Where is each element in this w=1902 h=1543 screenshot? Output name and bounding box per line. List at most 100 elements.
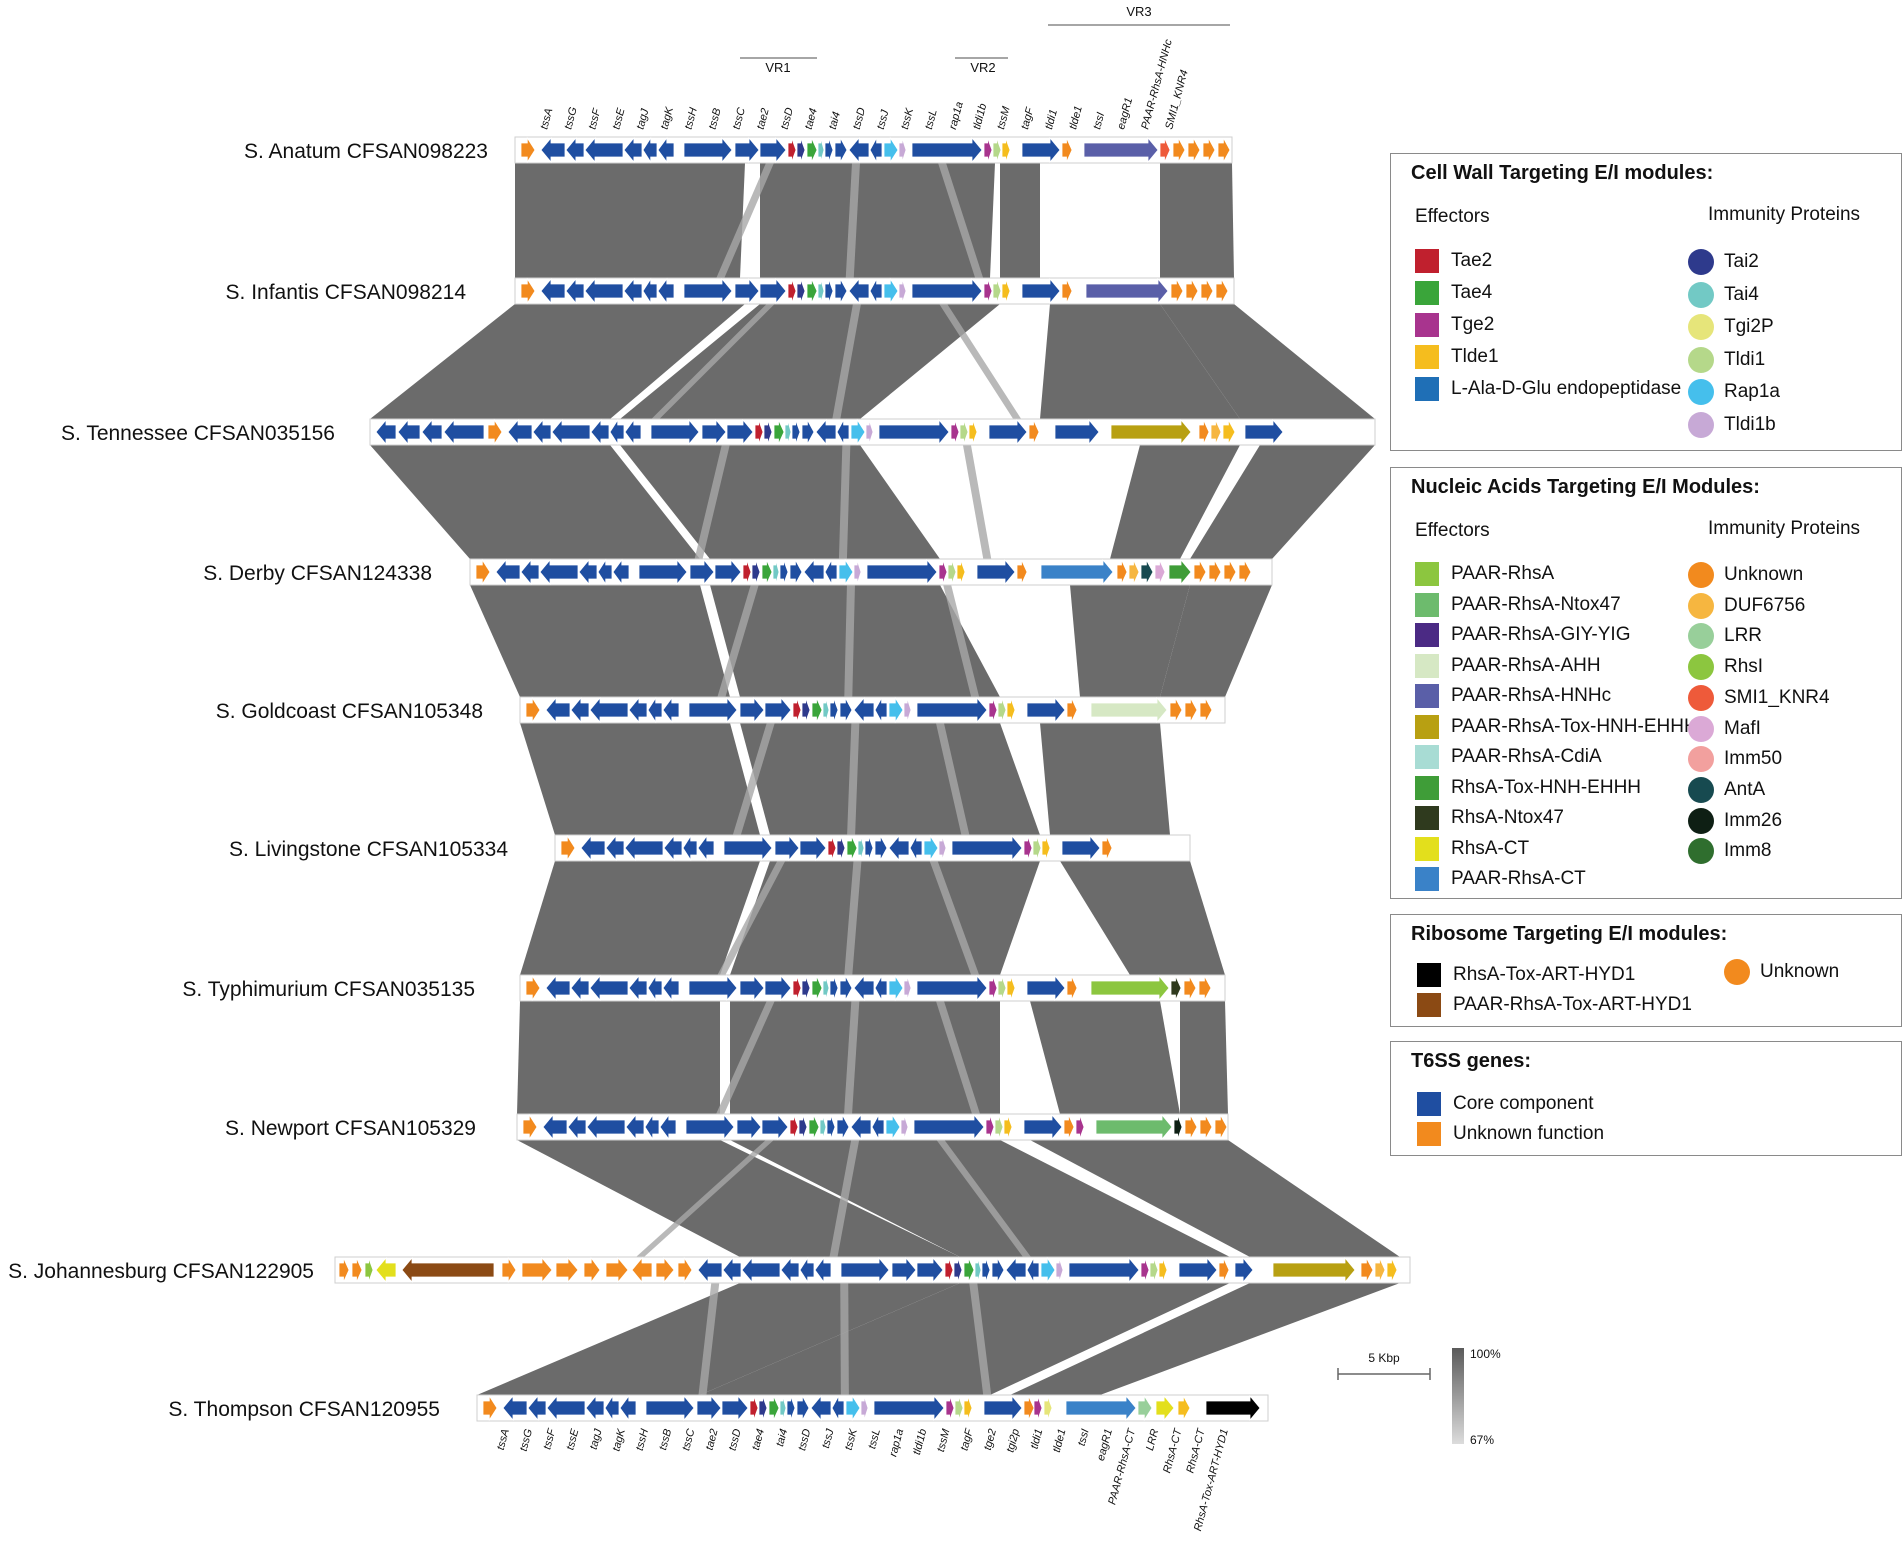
legend-label: PAAR-RhsA-CT: [1451, 868, 1586, 889]
legend-swatch: [1415, 836, 1439, 861]
gene-arrow: [866, 558, 938, 586]
gene-arrow: [642, 277, 658, 305]
track-9: [476, 1394, 1269, 1422]
gene-arrow: [520, 277, 536, 305]
gene-arrow: [688, 696, 738, 724]
gene-arrow: [507, 418, 533, 446]
legend-item: RhsI: [1688, 654, 1763, 681]
gene-arrow: [923, 834, 939, 862]
gene-arrow: [1218, 1257, 1230, 1283]
gene-label: tae2: [755, 107, 772, 131]
gene-arrow: [1061, 834, 1101, 862]
gene-arrow: [824, 559, 838, 585]
gene-arrow: [850, 1113, 872, 1141]
gene-arrow: [612, 558, 630, 586]
gene-arrow: [482, 1394, 498, 1422]
identity-max-label: 100%: [1470, 1347, 1501, 1361]
legend-swatch: [1415, 345, 1439, 369]
gene-arrow: [502, 1394, 528, 1422]
legend-item: Tai4: [1688, 281, 1759, 308]
gene-label: tssA: [495, 1428, 512, 1452]
gene-arrow: [525, 974, 541, 1002]
gene-arrow: [898, 137, 907, 163]
gene-label: tssM: [995, 104, 1013, 130]
legend-cell-wall: Cell Wall Targeting E/I modules: Effecto…: [1390, 153, 1902, 451]
gene-arrow: [597, 558, 613, 586]
gene-label: tagF: [958, 1426, 976, 1452]
legend-dot: [1688, 411, 1714, 438]
gene-label: tssB: [707, 107, 724, 131]
gene-arrow: [1272, 1256, 1356, 1284]
gene-arrow: [551, 418, 591, 446]
legend-dot: [1688, 562, 1714, 588]
gene-arrow: [792, 697, 802, 723]
gene-arrow: [898, 278, 907, 304]
homology-band: [1040, 723, 1170, 835]
legend-label: Tae2: [1451, 250, 1493, 271]
gene-arrow: [916, 1256, 944, 1284]
gene-arrow: [589, 974, 629, 1002]
legend-ribosome: Ribosome Targeting E/I modules: RhsA-Tox…: [1390, 914, 1902, 1027]
gene-arrow: [808, 1114, 820, 1140]
legend-item: AntA: [1688, 776, 1765, 803]
gene-arrow: [495, 558, 521, 586]
legend-label: L-Ala-D-Glu endopeptidase: [1451, 378, 1682, 399]
gene-arrow: [539, 558, 579, 586]
gene-label: tssG: [518, 1427, 536, 1452]
homology-band: [700, 1283, 1230, 1395]
gene-arrow: [865, 419, 874, 445]
gene-arrow: [1043, 1395, 1053, 1421]
homology-band: [1160, 163, 1234, 278]
gene-arrow: [974, 1257, 982, 1283]
gene-arrow: [839, 975, 853, 1001]
gene-arrow: [1026, 696, 1066, 724]
gene-arrow: [796, 278, 806, 304]
homology-band: [620, 445, 940, 559]
gene-label: SMI1_KNR4: [1163, 69, 1190, 131]
homology-band: [370, 304, 745, 419]
legend-dot: [1688, 776, 1714, 803]
gene-arrow: [688, 974, 738, 1002]
gene-arrow: [963, 1395, 973, 1421]
gene-arrow: [759, 277, 787, 305]
strain-label: S. Thompson CFSAN120955: [168, 1398, 440, 1421]
legend-dot: [1688, 807, 1714, 834]
gene-arrow: [540, 136, 566, 164]
legend-dot: [1688, 746, 1714, 773]
homology-band-weak: [832, 304, 861, 419]
gene-arrow: [839, 697, 853, 723]
homology-band-weak: [847, 723, 860, 835]
strain-label: S. Typhimurium CFSAN035135: [182, 978, 475, 1001]
homology-band: [1030, 1001, 1180, 1114]
gene-arrow: [991, 1257, 1005, 1283]
gene-arrow: [869, 278, 883, 304]
gene-arrow: [1023, 835, 1033, 861]
gene-arrow: [1200, 278, 1214, 304]
gene-arrow: [871, 1114, 885, 1140]
legend-item: PAAR-RhsA-Tox-ART-HYD1: [1417, 993, 1692, 1017]
gene-arrow: [916, 696, 988, 724]
legend-swatch: [1415, 623, 1439, 647]
gene-arrow: [911, 136, 983, 164]
gene-arrow: [1172, 137, 1186, 163]
legend-item: Core component: [1417, 1092, 1593, 1116]
gene-arrow: [779, 559, 789, 585]
gene-arrow: [726, 418, 754, 446]
legend-swatch: [1415, 313, 1439, 337]
gene-arrow: [963, 1257, 975, 1283]
gene-arrow: [624, 834, 664, 862]
homology-band: [1060, 861, 1225, 975]
gene-arrow: [1023, 1395, 1035, 1421]
gene-arrow: [1205, 1394, 1261, 1422]
gene-arrow: [1006, 975, 1016, 1001]
gene-arrow: [817, 137, 825, 163]
strain-label: S. Johannesburg CFSAN122905: [8, 1260, 314, 1283]
gene-arrow: [657, 136, 675, 164]
gene-arrow: [768, 1395, 780, 1421]
gene-arrow: [580, 834, 606, 862]
gene-arrow: [570, 696, 590, 724]
gene-arrow: [1193, 559, 1207, 585]
legend-item: RhsA-CT: [1415, 836, 1529, 861]
gene-label: rap1a: [887, 1428, 906, 1458]
gene-arrow: [988, 697, 998, 723]
